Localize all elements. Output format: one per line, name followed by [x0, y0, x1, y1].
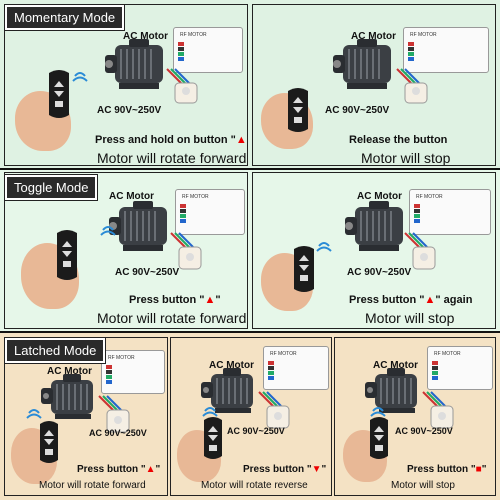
latched-mode-section: Latched Mode AC Motor RF MOTOR AC 90V~25… — [0, 333, 500, 500]
result-text: Motor will stop — [391, 480, 455, 491]
instruction-text: Press button "▼" — [243, 464, 327, 475]
latched-panel-2: AC Motor RF MOTOR AC 90V~250V — [170, 337, 332, 496]
motor-icon — [201, 368, 253, 413]
instruction-text: Release the button — [349, 134, 448, 146]
wires-icon — [396, 68, 428, 104]
voltage-label: AC 90V~250V — [227, 426, 285, 436]
controller-box: RF MOTOR — [173, 27, 243, 73]
wires-icon — [98, 395, 130, 433]
voltage-label: AC 90V~250V — [347, 267, 412, 278]
controller-box: RF MOTOR — [263, 346, 329, 390]
ac-motor-label: AC Motor — [351, 31, 396, 42]
signal-wave-icon — [202, 407, 218, 417]
motor-icon — [109, 201, 167, 251]
signal-wave-icon — [26, 409, 42, 419]
ac-motor-label: AC Motor — [209, 360, 254, 371]
result-text: Motor will rotate forward — [97, 150, 247, 166]
voltage-label: AC 90V~250V — [89, 428, 147, 438]
ac-motor-label: AC Motor — [123, 31, 168, 42]
momentary-left-panel: AC Motor RF MOTOR AC 90V~250V — [4, 4, 248, 166]
instruction-text: Press button "▲" — [77, 464, 161, 475]
motor-icon — [333, 39, 391, 89]
toggle-left-panel: AC Motor RF MOTOR AC 90V~250V — [4, 172, 248, 329]
wires-icon — [404, 232, 436, 270]
ac-motor-label: AC Motor — [373, 360, 418, 371]
wires-icon — [170, 232, 202, 270]
instruction-text: Press button "▲" again — [349, 294, 473, 306]
motor-icon — [41, 374, 93, 419]
wires-icon — [258, 391, 290, 429]
voltage-label: AC 90V~250V — [97, 105, 162, 116]
toggle-right-panel: AC Motor RF MOTOR AC 90V~250V — [252, 172, 496, 329]
result-text: Motor will stop — [365, 310, 455, 326]
voltage-label: AC 90V~250V — [325, 105, 390, 116]
ac-motor-label: AC Motor — [109, 191, 154, 202]
latched-mode-label: Latched Mode — [3, 337, 107, 364]
controller-box: RF MOTOR — [427, 346, 493, 390]
remote-control-icon — [370, 417, 388, 459]
remote-control-icon — [294, 246, 314, 292]
controller-brand-text: RF MOTOR — [270, 351, 297, 357]
controller-brand-text: RF MOTOR — [108, 355, 135, 361]
voltage-label: AC 90V~250V — [115, 267, 180, 278]
result-text: Motor will rotate forward — [39, 480, 146, 491]
motor-icon — [365, 368, 417, 413]
remote-control-icon — [49, 70, 69, 118]
controller-box: RF MOTOR — [175, 189, 245, 235]
controller-box: RF MOTOR — [403, 27, 489, 73]
controller-brand-text: RF MOTOR — [182, 194, 209, 200]
controller-brand-text: RF MOTOR — [410, 32, 437, 38]
controller-box: RF MOTOR — [409, 189, 491, 235]
instruction-text: Press and hold on button "▲" — [95, 134, 247, 146]
toggle-mode-label: Toggle Mode — [3, 174, 99, 201]
instruction-text: Press button "▲" — [129, 294, 221, 306]
ac-motor-label: AC Motor — [357, 191, 402, 202]
ac-motor-label: AC Motor — [47, 366, 92, 377]
momentary-mode-section: Momentary Mode AC Motor RF MOTOR AC 90V~… — [0, 0, 500, 170]
latched-panel-3: AC Motor RF MOTOR AC 90V~250V — [334, 337, 496, 496]
instruction-text: Press button "■" — [407, 464, 487, 475]
controller-brand-text: RF MOTOR — [416, 194, 443, 200]
signal-wave-icon — [72, 72, 88, 82]
momentary-right-panel: AC Motor RF MOTOR AC 90V~250V — [252, 4, 496, 166]
signal-wave-icon — [316, 242, 332, 252]
momentary-mode-label: Momentary Mode — [3, 4, 126, 31]
signal-wave-icon — [100, 226, 116, 236]
remote-control-icon — [288, 88, 308, 132]
voltage-label: AC 90V~250V — [395, 426, 453, 436]
toggle-mode-section: Toggle Mode AC Motor RF MOTOR AC 90V~250… — [0, 170, 500, 333]
wires-icon — [422, 391, 454, 429]
controller-brand-text: RF MOTOR — [180, 32, 207, 38]
remote-control-icon — [57, 230, 77, 280]
motor-icon — [345, 201, 403, 251]
wires-icon — [166, 68, 198, 104]
latched-panel-1: AC Motor RF MOTOR AC 90V~250V — [4, 337, 168, 496]
signal-wave-icon — [370, 407, 386, 417]
result-text: Motor will rotate forward — [97, 310, 247, 326]
result-text: Motor will rotate reverse — [201, 480, 308, 491]
remote-control-icon — [204, 417, 222, 459]
result-text: Motor will stop — [361, 150, 451, 166]
remote-control-icon — [40, 421, 58, 463]
controller-brand-text: RF MOTOR — [434, 351, 461, 357]
controller-box: RF MOTOR — [101, 350, 165, 394]
motor-icon — [105, 39, 163, 89]
